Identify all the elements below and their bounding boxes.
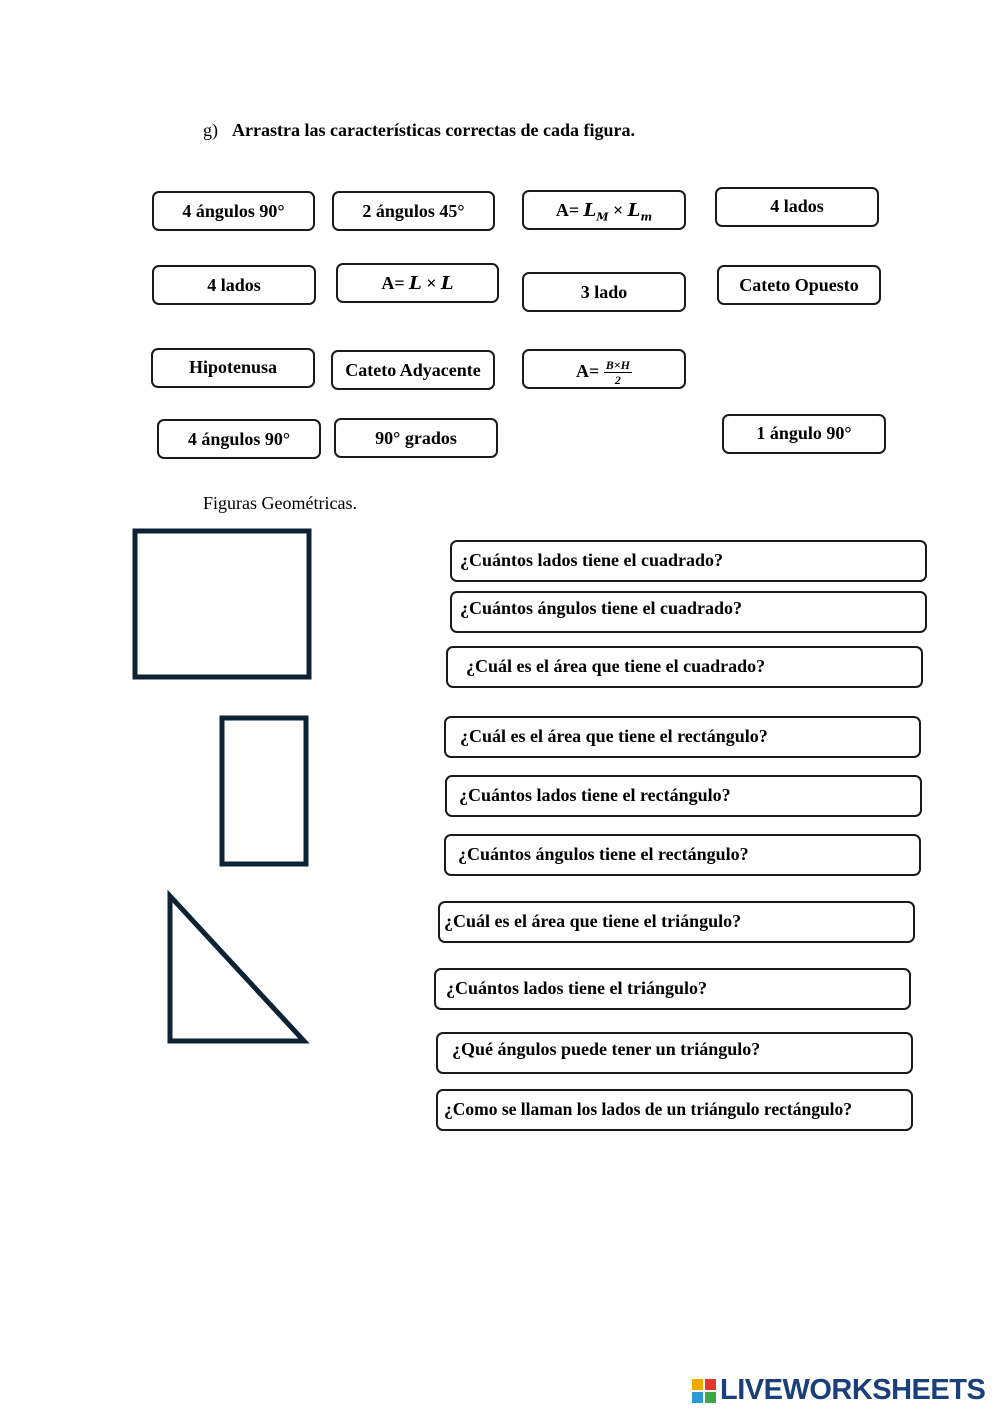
brand-name: LIVEWORKSHEETS xyxy=(720,1374,986,1406)
logo-icon xyxy=(692,1378,716,1403)
liveworksheets-logo: LIVEWORKSHEETS xyxy=(692,1374,986,1407)
drag-chip[interactable]: Hipotenusa xyxy=(151,348,315,388)
drop-zone-rectangle-sides[interactable]: ¿Cuántos lados tiene el rectángulo? xyxy=(445,775,922,817)
drop-zone-triangle-sides[interactable]: ¿Cuántos lados tiene el triángulo? xyxy=(434,968,911,1010)
drag-chip[interactable]: 90° grados xyxy=(334,418,498,458)
instruction-letter: g) xyxy=(203,120,218,140)
drop-zone-square-angles[interactable]: ¿Cuántos ángulos tiene el cuadrado? xyxy=(450,591,927,633)
drag-chip[interactable]: 4 ángulos 90° xyxy=(157,419,321,459)
drop-zone-right-triangle-sides[interactable]: ¿Como se llaman los lados de un triángul… xyxy=(436,1089,913,1131)
instruction: g) Arrastra las características correctas… xyxy=(203,120,635,141)
drag-chip[interactable]: 4 ángulos 90° xyxy=(152,191,315,231)
drop-zone-square-area[interactable]: ¿Cuál es el área que tiene el cuadrado? xyxy=(446,646,923,688)
triangle-shape xyxy=(167,889,310,1044)
drag-chip-area-square-formula[interactable]: A= L × L xyxy=(336,263,499,303)
instruction-text: Arrastra las características correctas d… xyxy=(232,120,636,140)
drag-chip[interactable]: 4 lados xyxy=(152,265,316,305)
drop-zone-square-sides[interactable]: ¿Cuántos lados tiene el cuadrado? xyxy=(450,540,927,582)
drop-zone-triangle-area[interactable]: ¿Cuál es el área que tiene el triángulo? xyxy=(438,901,915,943)
drag-chip[interactable]: 4 lados xyxy=(715,187,879,227)
drag-chip[interactable]: Cateto Adyacente xyxy=(331,350,495,390)
drag-chip[interactable]: Cateto Opuesto xyxy=(717,265,881,305)
rectangle-shape xyxy=(219,715,309,867)
square-shape xyxy=(132,528,312,680)
drag-chip-area-rectangle-formula[interactable]: A= LM × Lm xyxy=(522,190,686,230)
drag-chip[interactable]: 2 ángulos 45° xyxy=(332,191,495,231)
drop-zone-rectangle-area[interactable]: ¿Cuál es el área que tiene el rectángulo… xyxy=(444,716,921,758)
drag-chip[interactable]: 3 lado xyxy=(522,272,686,312)
drop-zone-rectangle-angles[interactable]: ¿Cuántos ángulos tiene el rectángulo? xyxy=(444,834,921,876)
drag-chip[interactable]: 1 ángulo 90° xyxy=(722,414,886,454)
drop-zone-triangle-angles[interactable]: ¿Qué ángulos puede tener un triángulo? xyxy=(436,1032,913,1074)
section-title: Figuras Geométricas. xyxy=(203,493,357,513)
